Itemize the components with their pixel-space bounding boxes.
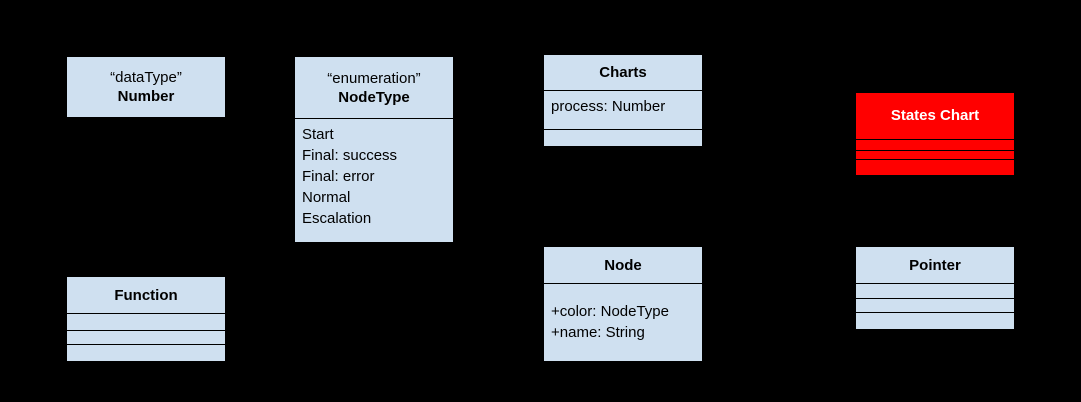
- class-name-node: Node: [604, 256, 642, 274]
- class-name-function: Function: [114, 286, 178, 304]
- attribute-item: +color: NodeType: [551, 303, 669, 321]
- pointer-extra-compartment: [856, 312, 1014, 329]
- function-operations-compartment: [67, 329, 225, 345]
- pointer-attributes-compartment: [856, 283, 1014, 298]
- attribute-item: process: Number: [551, 98, 666, 116]
- stereotype-label-node-type: “enumeration”: [327, 69, 421, 87]
- enum-literal: Final: error: [302, 168, 375, 186]
- function-extra-compartment: [67, 344, 225, 361]
- class-box-number[interactable]: “dataType” Number: [66, 56, 226, 118]
- class-box-pointer[interactable]: Pointer: [855, 246, 1015, 330]
- class-box-node[interactable]: Node +color: NodeType +name: String: [543, 246, 703, 362]
- class-name-states-chart: States Chart: [890, 107, 980, 125]
- class-box-states-chart[interactable]: States Chart: [855, 92, 1015, 176]
- class-header-number: “dataType” Number: [67, 57, 225, 117]
- enum-literal: Escalation: [302, 210, 372, 228]
- enum-literal: Normal: [302, 189, 351, 207]
- function-attributes-compartment: [67, 313, 225, 330]
- states-chart-operations-compartment: [856, 149, 1014, 160]
- pointer-operations-compartment: [856, 297, 1014, 313]
- class-box-node-type[interactable]: “enumeration” NodeType Start Final: succ…: [294, 56, 454, 243]
- class-header-charts: Charts: [544, 55, 702, 90]
- class-name-pointer: Pointer: [909, 256, 961, 274]
- enum-literal: Start: [302, 126, 334, 144]
- states-chart-extra-compartment: [856, 159, 1014, 175]
- class-name-charts: Charts: [599, 64, 647, 82]
- stereotype-label-number: “dataType”: [110, 69, 182, 86]
- class-name-number: Number: [117, 88, 175, 105]
- attribute-item: +name: String: [551, 324, 645, 342]
- class-header-states-chart: States Chart: [856, 93, 1014, 139]
- enum-literal: Final: success: [302, 147, 398, 165]
- class-box-function[interactable]: Function: [66, 276, 226, 362]
- enum-literals-compartment: Start Final: success Final: error Normal…: [295, 118, 453, 242]
- class-box-charts[interactable]: Charts process: Number: [543, 54, 703, 147]
- node-attributes-compartment: +color: NodeType +name: String: [544, 283, 702, 361]
- class-header-node: Node: [544, 247, 702, 283]
- class-header-function: Function: [67, 277, 225, 313]
- charts-operations-compartment: [544, 129, 702, 146]
- class-header-pointer: Pointer: [856, 247, 1014, 283]
- states-chart-attributes-compartment: [856, 138, 1014, 150]
- class-name-node-type: NodeType: [338, 88, 410, 106]
- class-header-node-type: “enumeration” NodeType: [295, 57, 453, 118]
- charts-attributes-compartment: process: Number: [544, 90, 702, 129]
